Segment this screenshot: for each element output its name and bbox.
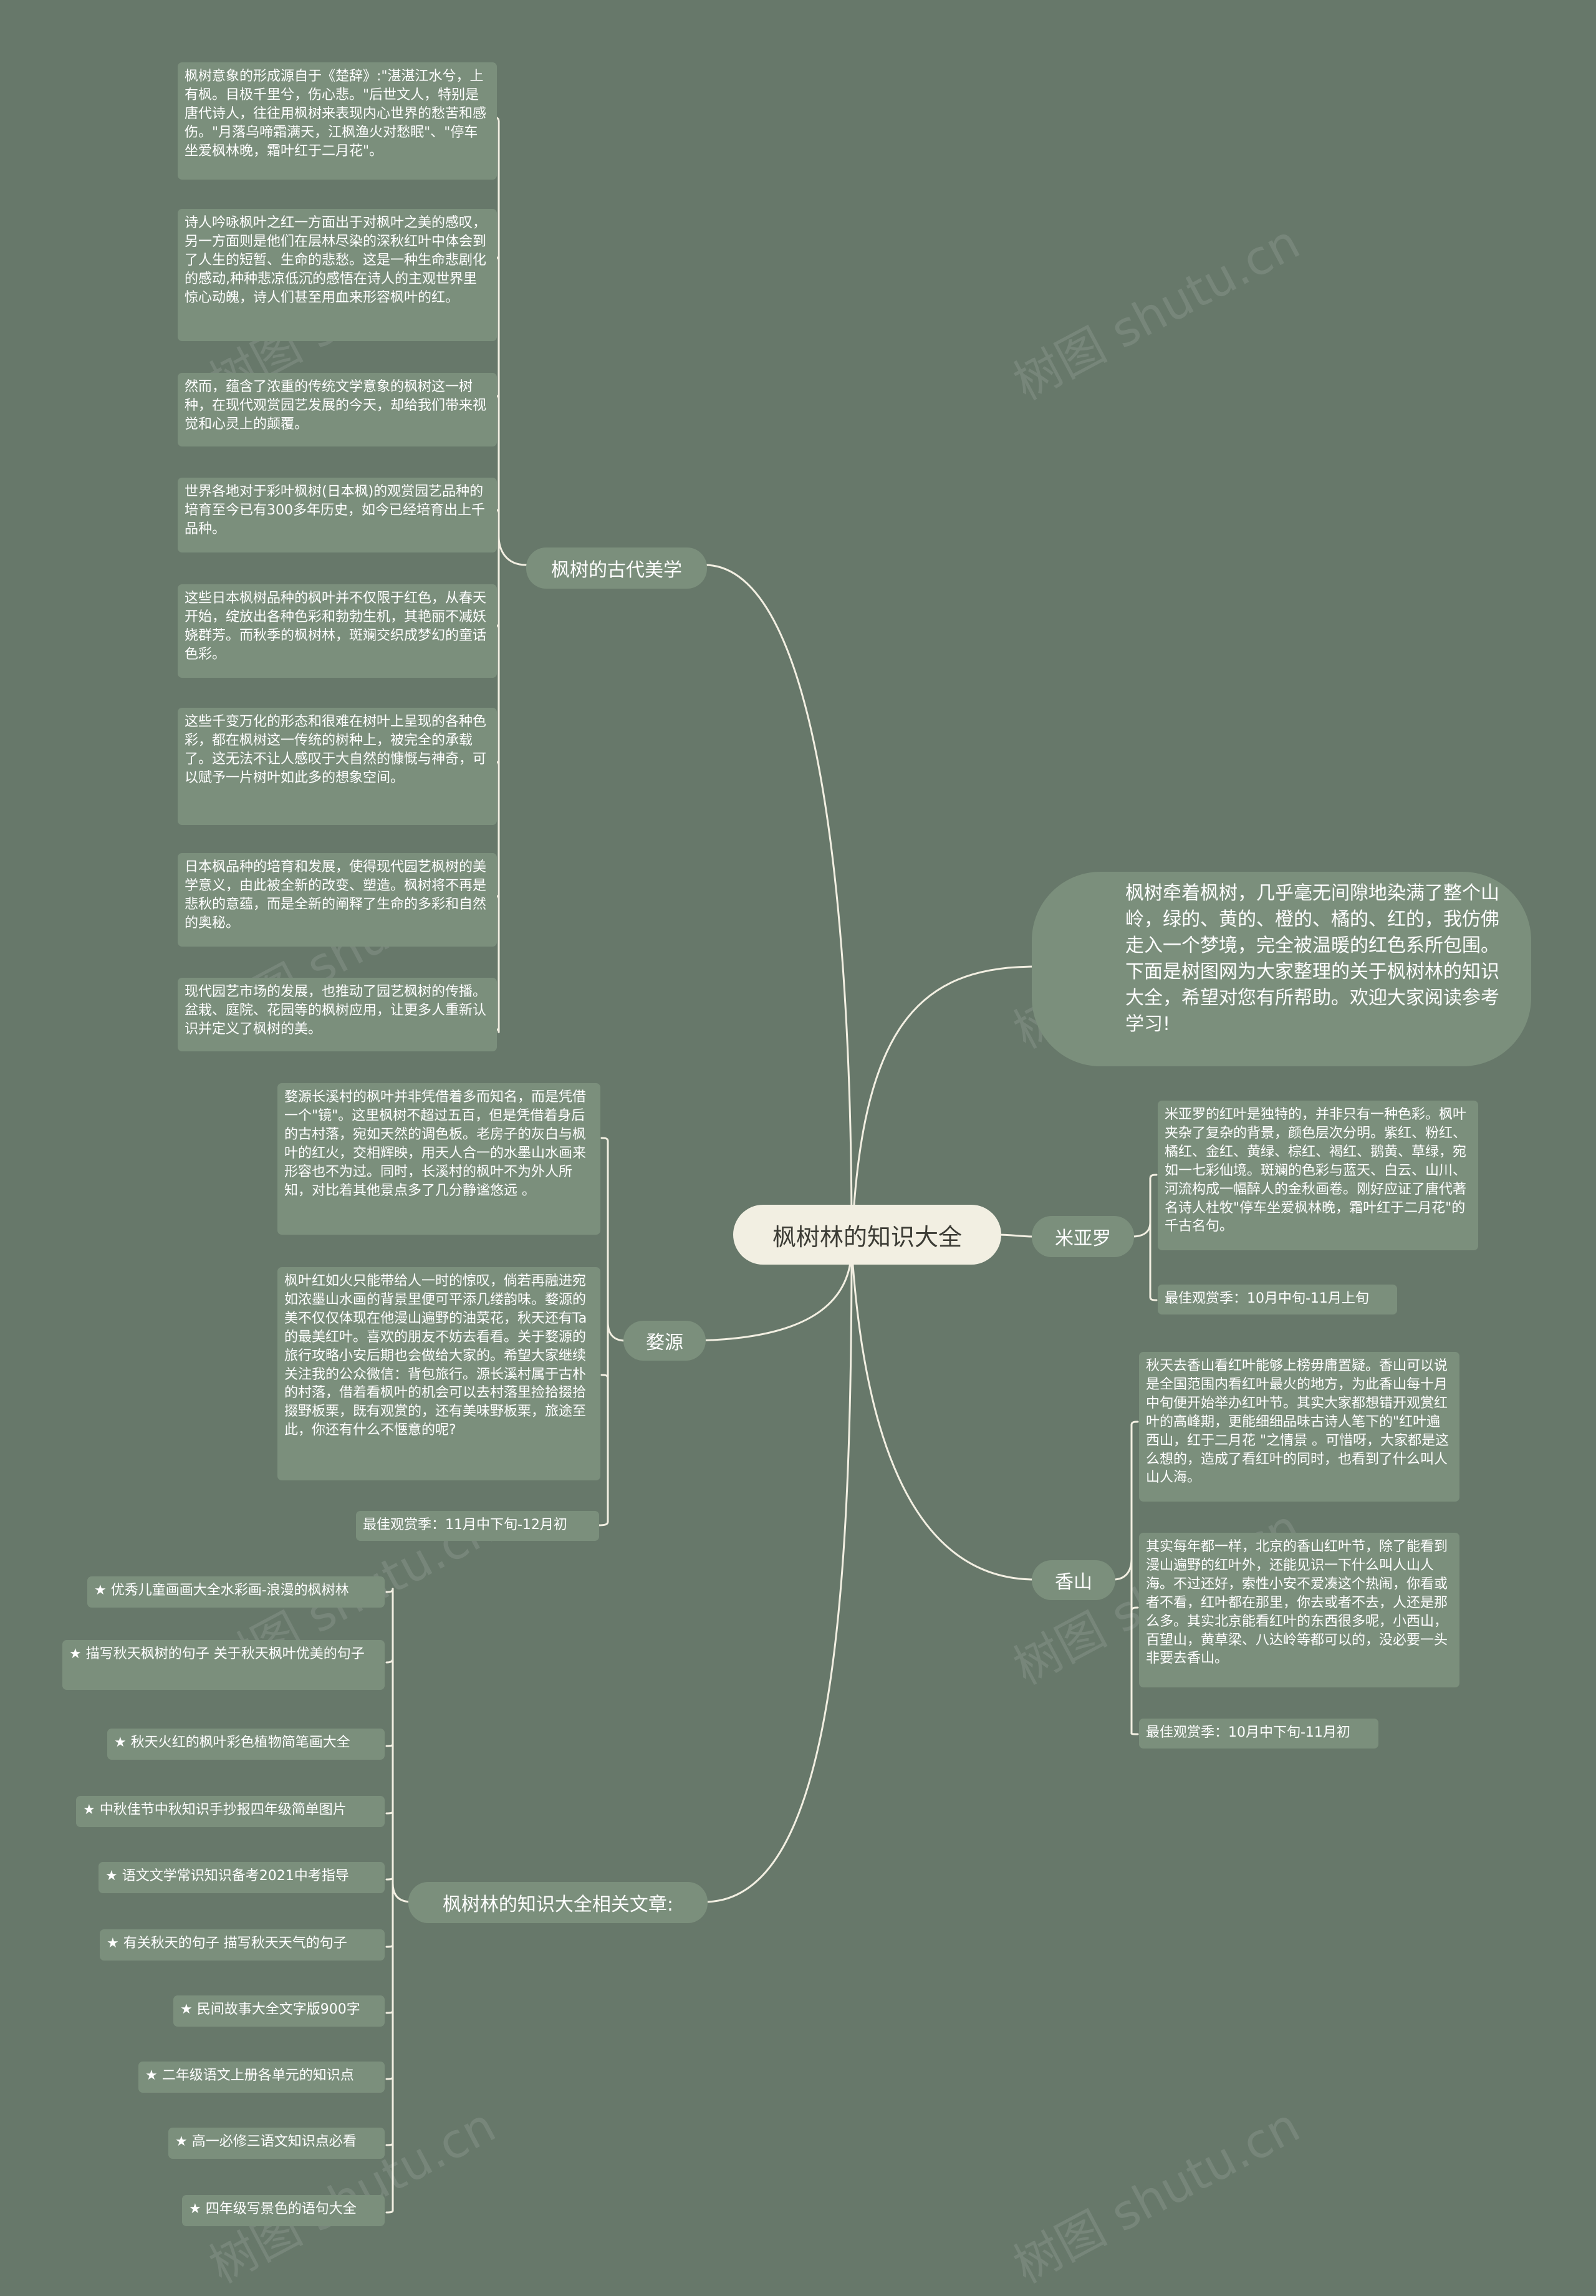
wuyuan-note-1: 婺源长溪村的枫叶并非凭借着多而知名，而是凭借一个"镜"。这里枫树不超过五百，但是… <box>277 1083 600 1235</box>
ancient-note-4: 世界各地对于彩叶枫树(日本枫)的观赏园艺品种的培育至今已有300多年历史，如今已… <box>178 478 497 552</box>
branch-ancient-aesthetics[interactable]: 枫树的古代美学 <box>526 547 707 589</box>
branch-wuyuan[interactable]: 婺源 <box>623 1321 706 1361</box>
root-topic[interactable]: 枫树林的知识大全 <box>733 1205 1001 1265</box>
related-article-link[interactable]: ★ 描写秋天枫树的句子 关于秋天枫叶优美的句子 <box>62 1640 385 1690</box>
related-article-link[interactable]: ★ 二年级语文上册各单元的知识点 <box>138 2062 385 2093</box>
ancient-note-1: 枫树意象的形成源自于《楚辞》:"湛湛江水兮，上有枫。目极千里兮，伤心悲。"后世文… <box>178 62 497 180</box>
related-article-link[interactable]: ★ 民间故事大全文字版900字 <box>173 1995 385 2027</box>
xiangshan-note-2: 其实每年都一样，北京的香山红叶节，除了能看到漫山遍野的红叶外，还能见识一下什么叫… <box>1139 1533 1459 1687</box>
branch-xiangshan[interactable]: 香山 <box>1032 1560 1115 1600</box>
related-article-link[interactable]: ★ 语文文学常识知识备考2021中考指导 <box>99 1862 385 1893</box>
miyaluo-best-season: 最佳观赏季：10月中旬-11月上旬 <box>1158 1285 1397 1314</box>
related-article-link[interactable]: ★ 高一必修三语文知识点必看 <box>168 2128 385 2159</box>
ancient-note-8: 现代园艺市场的发展，也推动了园艺枫树的传播。盆栽、庭院、花园等的枫树应用，让更多… <box>178 978 497 1051</box>
ancient-note-7: 日本枫品种的培育和发展，使得现代园艺枫树的美学意义，由此被全新的改变、塑造。枫树… <box>178 853 497 947</box>
branch-miyaluo[interactable]: 米亚罗 <box>1032 1216 1134 1257</box>
miyaluo-note: 米亚罗的红叶是独特的，并非只有一种色彩。枫叶夹杂了复杂的背景，颜色层次分明。紫红… <box>1158 1101 1478 1250</box>
related-article-link[interactable]: ★ 秋天火红的枫叶彩色植物简笔画大全 <box>107 1729 385 1760</box>
ancient-note-5: 这些日本枫树品种的枫叶并不仅限于红色，从春天开始，绽放出各种色彩和勃勃生机，其艳… <box>178 584 497 678</box>
branch-related-articles[interactable]: 枫树林的知识大全相关文章: <box>408 1882 708 1923</box>
ancient-note-6: 这些千变万化的形态和很难在树叶上呈现的各种色彩，都在枫树这一传统的树种上，被完全… <box>178 708 497 825</box>
intro-summary: 枫树牵着枫树，几乎毫无间隙地染满了整个山岭，绿的、黄的、橙的、橘的、红的，我仿佛… <box>1032 872 1531 1066</box>
wuyuan-note-2: 枫叶红如火只能带给人一时的惊叹，倘若再融进宛如浓墨山水画的背景里便可平添几缕韵味… <box>277 1267 600 1480</box>
related-article-link[interactable]: ★ 中秋佳节中秋知识手抄报四年级简单图片 <box>76 1796 385 1827</box>
related-article-link[interactable]: ★ 优秀儿童画画大全水彩画-浪漫的枫树林 <box>87 1576 385 1608</box>
xiangshan-note-1: 秋天去香山看红叶能够上榜毋庸置疑。香山可以说是全国范围内看红叶最火的地方，为此香… <box>1139 1352 1459 1502</box>
ancient-note-2: 诗人吟咏枫叶之红一方面出于对枫叶之美的感叹，另一方面则是他们在层林尽染的深秋红叶… <box>178 209 497 341</box>
ancient-note-3: 然而，蕴含了浓重的传统文学意象的枫树这一树种，在现代观赏园艺发展的今天，却给我们… <box>178 373 497 446</box>
related-article-link[interactable]: ★ 四年级写景色的语句大全 <box>182 2195 385 2226</box>
xiangshan-best-season: 最佳观赏季：10月中下旬-11月初 <box>1139 1719 1378 1749</box>
wuyuan-best-season: 最佳观赏季：11月中下旬-12月初 <box>356 1511 599 1541</box>
related-article-link[interactable]: ★ 有关秋天的句子 描写秋天天气的句子 <box>100 1929 385 1961</box>
